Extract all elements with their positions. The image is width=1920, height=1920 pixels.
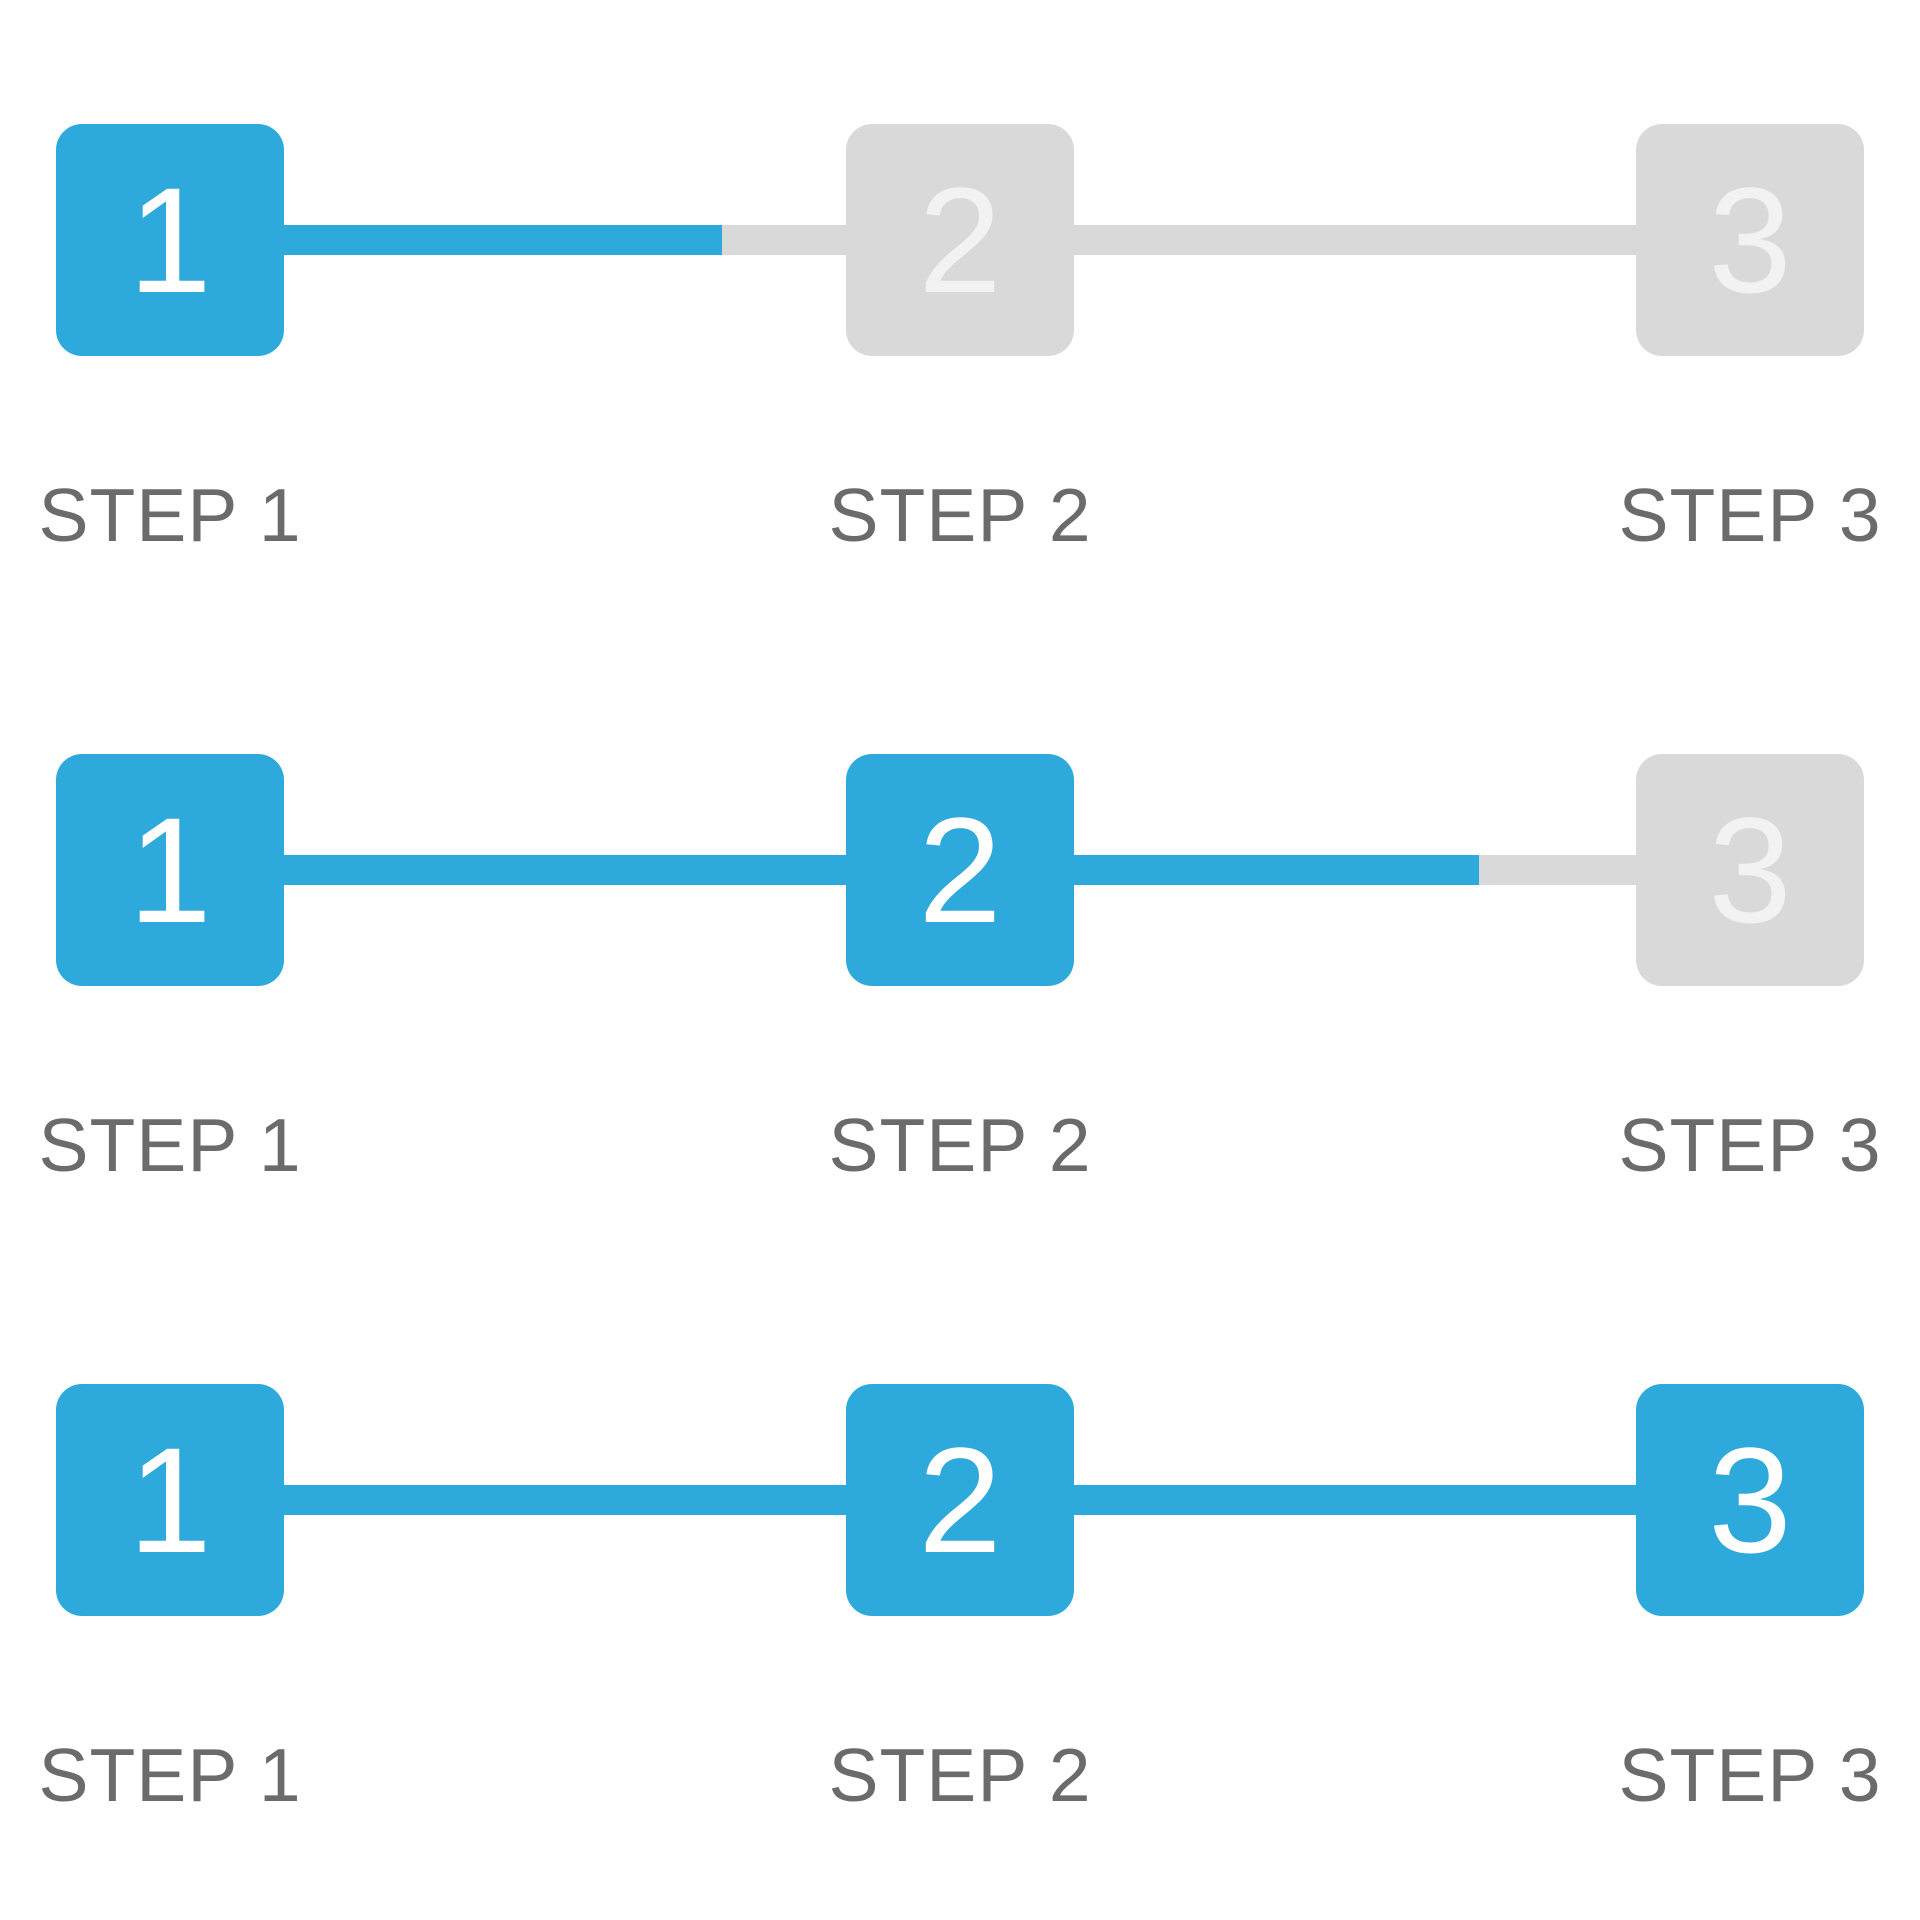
step-number: 1 — [128, 1416, 212, 1584]
step-connector-fill — [284, 225, 723, 255]
step-connector — [284, 1485, 846, 1515]
step-connector — [1074, 1485, 1636, 1515]
step-2-box[interactable]: 2 — [846, 754, 1074, 986]
stepper-track: 1 2 3 — [0, 124, 1920, 356]
step-2-label: STEP 2 — [828, 1103, 1092, 1187]
step-3-box[interactable]: 3 — [1636, 1384, 1864, 1616]
step-connector-fill — [284, 855, 846, 885]
step-connector-fill — [284, 1485, 846, 1515]
step-3-box[interactable]: 3 — [1636, 124, 1864, 356]
step-3-box[interactable]: 3 — [1636, 754, 1864, 986]
step-number: 2 — [918, 156, 1002, 324]
step-1-box[interactable]: 1 — [56, 1384, 284, 1616]
step-2-box[interactable]: 2 — [846, 1384, 1074, 1616]
stepper-track: 1 2 3 — [0, 1384, 1920, 1616]
step-connector — [284, 225, 846, 255]
step-connector-fill — [1074, 855, 1479, 885]
step-number: 3 — [1708, 1416, 1792, 1584]
step-2-label: STEP 2 — [828, 1733, 1092, 1817]
step-number: 3 — [1708, 786, 1792, 954]
step-2-box[interactable]: 2 — [846, 124, 1074, 356]
step-3-label: STEP 3 — [1618, 1733, 1882, 1817]
step-3-label: STEP 3 — [1618, 1103, 1882, 1187]
step-3-label: STEP 3 — [1618, 473, 1882, 557]
step-number: 3 — [1708, 156, 1792, 324]
step-1-label: STEP 1 — [38, 1103, 302, 1187]
step-1-box[interactable]: 1 — [56, 754, 284, 986]
stepper-track: 1 2 3 — [0, 754, 1920, 986]
step-number: 1 — [128, 786, 212, 954]
step-2-label: STEP 2 — [828, 473, 1092, 557]
step-connector-fill — [1074, 1485, 1636, 1515]
step-connector — [284, 855, 846, 885]
step-number: 2 — [918, 1416, 1002, 1584]
step-number: 1 — [128, 156, 212, 324]
step-1-label: STEP 1 — [38, 473, 302, 557]
step-connector — [1074, 855, 1636, 885]
step-connector — [1074, 225, 1636, 255]
step-number: 2 — [918, 786, 1002, 954]
step-1-box[interactable]: 1 — [56, 124, 284, 356]
step-1-label: STEP 1 — [38, 1733, 302, 1817]
